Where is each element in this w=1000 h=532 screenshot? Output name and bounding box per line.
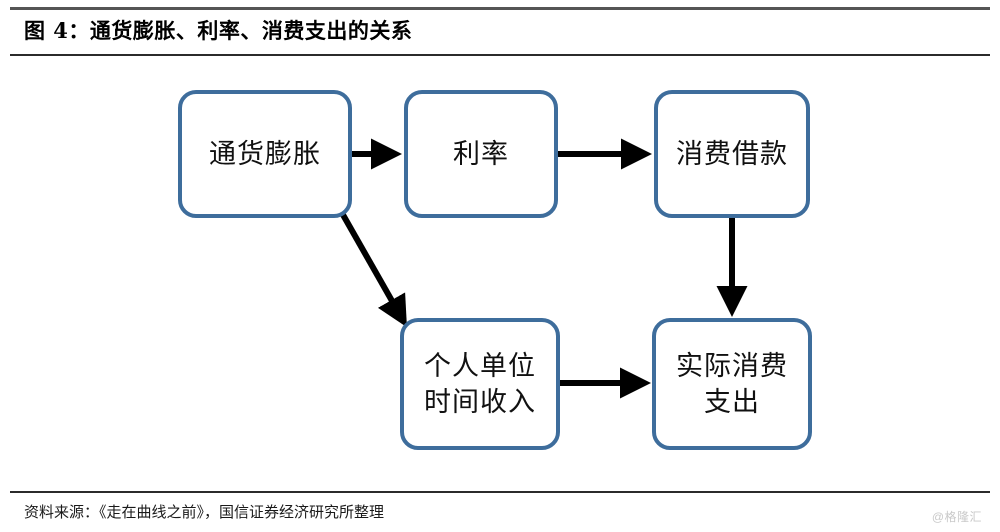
flowchart-diagram: 通货膨胀 利率 消费借款 个人单位 时间收入 实际消费 支出 bbox=[0, 56, 1000, 491]
watermark-label: @格隆汇 bbox=[931, 510, 982, 524]
node-consumer-loan[interactable]: 消费借款 bbox=[654, 90, 810, 218]
node-interest-rate[interactable]: 利率 bbox=[404, 90, 558, 218]
node-hourly-income[interactable]: 个人单位 时间收入 bbox=[400, 318, 560, 450]
figure-title: 图 4：通货膨胀、利率、消费支出的关系 bbox=[24, 18, 413, 43]
footer-divider-rule bbox=[10, 491, 990, 493]
node-actual-spend[interactable]: 实际消费 支出 bbox=[652, 318, 812, 450]
node-hourly-income-label: 个人单位 时间收入 bbox=[424, 351, 536, 417]
node-actual-spend-label: 实际消费 支出 bbox=[676, 351, 788, 417]
node-consumer-loan-label: 消费借款 bbox=[676, 139, 788, 169]
title-divider-rule bbox=[10, 54, 990, 56]
top-divider-rule bbox=[10, 7, 990, 10]
edge-inflation-to-hourly-income bbox=[335, 204, 407, 328]
node-interest-rate-label: 利率 bbox=[453, 139, 509, 169]
node-inflation-label: 通货膨胀 bbox=[209, 139, 321, 169]
figure-source-note: 资料来源：《走在曲线之前》，国信证券经济研究所整理 bbox=[24, 503, 385, 521]
node-inflation[interactable]: 通货膨胀 bbox=[178, 90, 352, 218]
